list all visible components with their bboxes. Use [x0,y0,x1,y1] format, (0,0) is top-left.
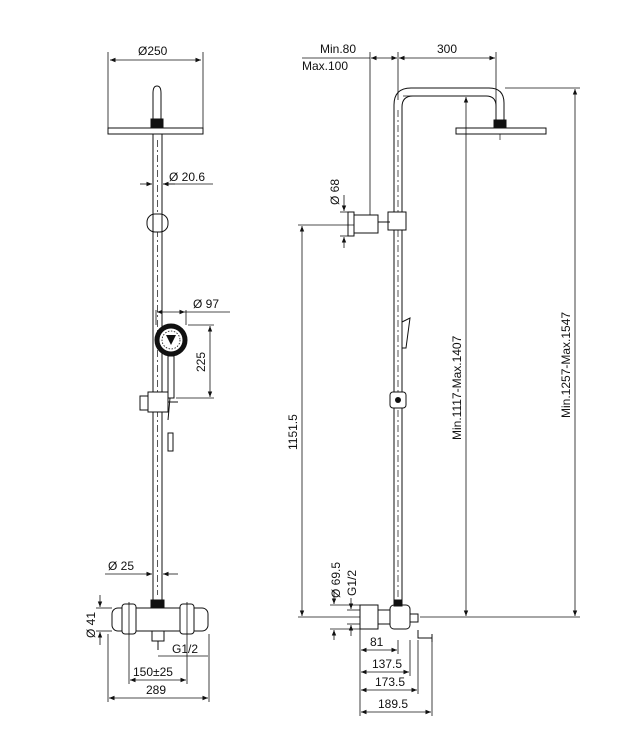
inlet-thread-dimension: G1/2 [345,570,360,636]
body-width-dimension: 289 [107,634,210,702]
body-diameter-dimension: Ø 41 [84,595,112,645]
offset-max-label: Max.100 [302,59,348,73]
body-diameter-label: Ø 41 [84,612,98,638]
bracket-height-label: 1151.5 [286,414,300,450]
wall-bracket [146,213,169,233]
depth-dimensions: 81 137.5 173.5 189.5 [359,629,433,716]
hand-shower-diameter-dimension: Ø 97 [155,297,230,325]
side-hand-shower [389,317,411,409]
side-view: Min.80 Max.100 300 [286,42,580,716]
mixer-body [111,599,209,650]
head-diameter-label: Ø250 [138,44,168,58]
bar-height-dimension: Min.1117-Max.1407 [403,95,470,618]
total-height-dimension: Min.1257-Max.1547 [470,87,580,618]
side-wall-bracket [347,211,407,237]
bracket-diameter-dimension: Ø 68 [328,179,348,248]
escutcheon-diameter-label: Ø 69.5 [329,562,343,598]
pipe-diameter-label: Ø 20.6 [169,170,205,184]
outlet-thread-dimension: G1/2 [158,642,208,657]
bracket-diameter-label: Ø 68 [328,179,342,205]
bracket-height-dimension: 1151.5 [286,224,360,618]
depth-label-189-5: 189.5 [378,697,408,711]
side-riser [393,87,547,605]
bar-height-label: Min.1117-Max.1407 [450,335,464,440]
lower-pipe-diameter-dimension: Ø 25 [105,559,178,577]
total-height-label: Min.1257-Max.1547 [559,312,573,418]
shower-head [107,85,204,135]
inlet-thread-label: G1/2 [345,570,359,596]
hand-shower-length-dimension: 225 [176,324,214,399]
hand-shower-length-label: 225 [194,352,208,372]
inlet-spacing-dimension: 150±25 [128,638,188,684]
hand-shower [154,323,188,421]
offset-min-label: Min.80 [320,42,356,56]
head-diameter-dimension: Ø250 [107,44,204,128]
pipe-diameter-dimension: Ø 20.6 [140,170,213,187]
arm-length-label: 300 [437,42,457,56]
inlet-spacing-label: 150±25 [133,665,173,679]
front-view: Ø250 Ø 20.6 [84,44,230,702]
riser-pipe [152,134,163,600]
escutcheon-diameter-dimension: Ø 69.5 [329,562,360,640]
outlet-thread-label: G1/2 [172,642,198,656]
arm-length-dimension: 300 [399,42,497,120]
hand-shower-diameter-label: Ø 97 [193,297,219,311]
body-width-label: 289 [146,683,166,697]
offset-dimension: Min.80 Max.100 [302,42,399,225]
slider-holder [139,391,178,452]
lower-pipe-diameter-label: Ø 25 [108,559,134,573]
side-mixer-body [359,599,433,642]
depth-label-173-5: 173.5 [375,675,405,689]
depth-label-81: 81 [370,635,384,649]
depth-label-137-5: 137.5 [372,657,402,671]
